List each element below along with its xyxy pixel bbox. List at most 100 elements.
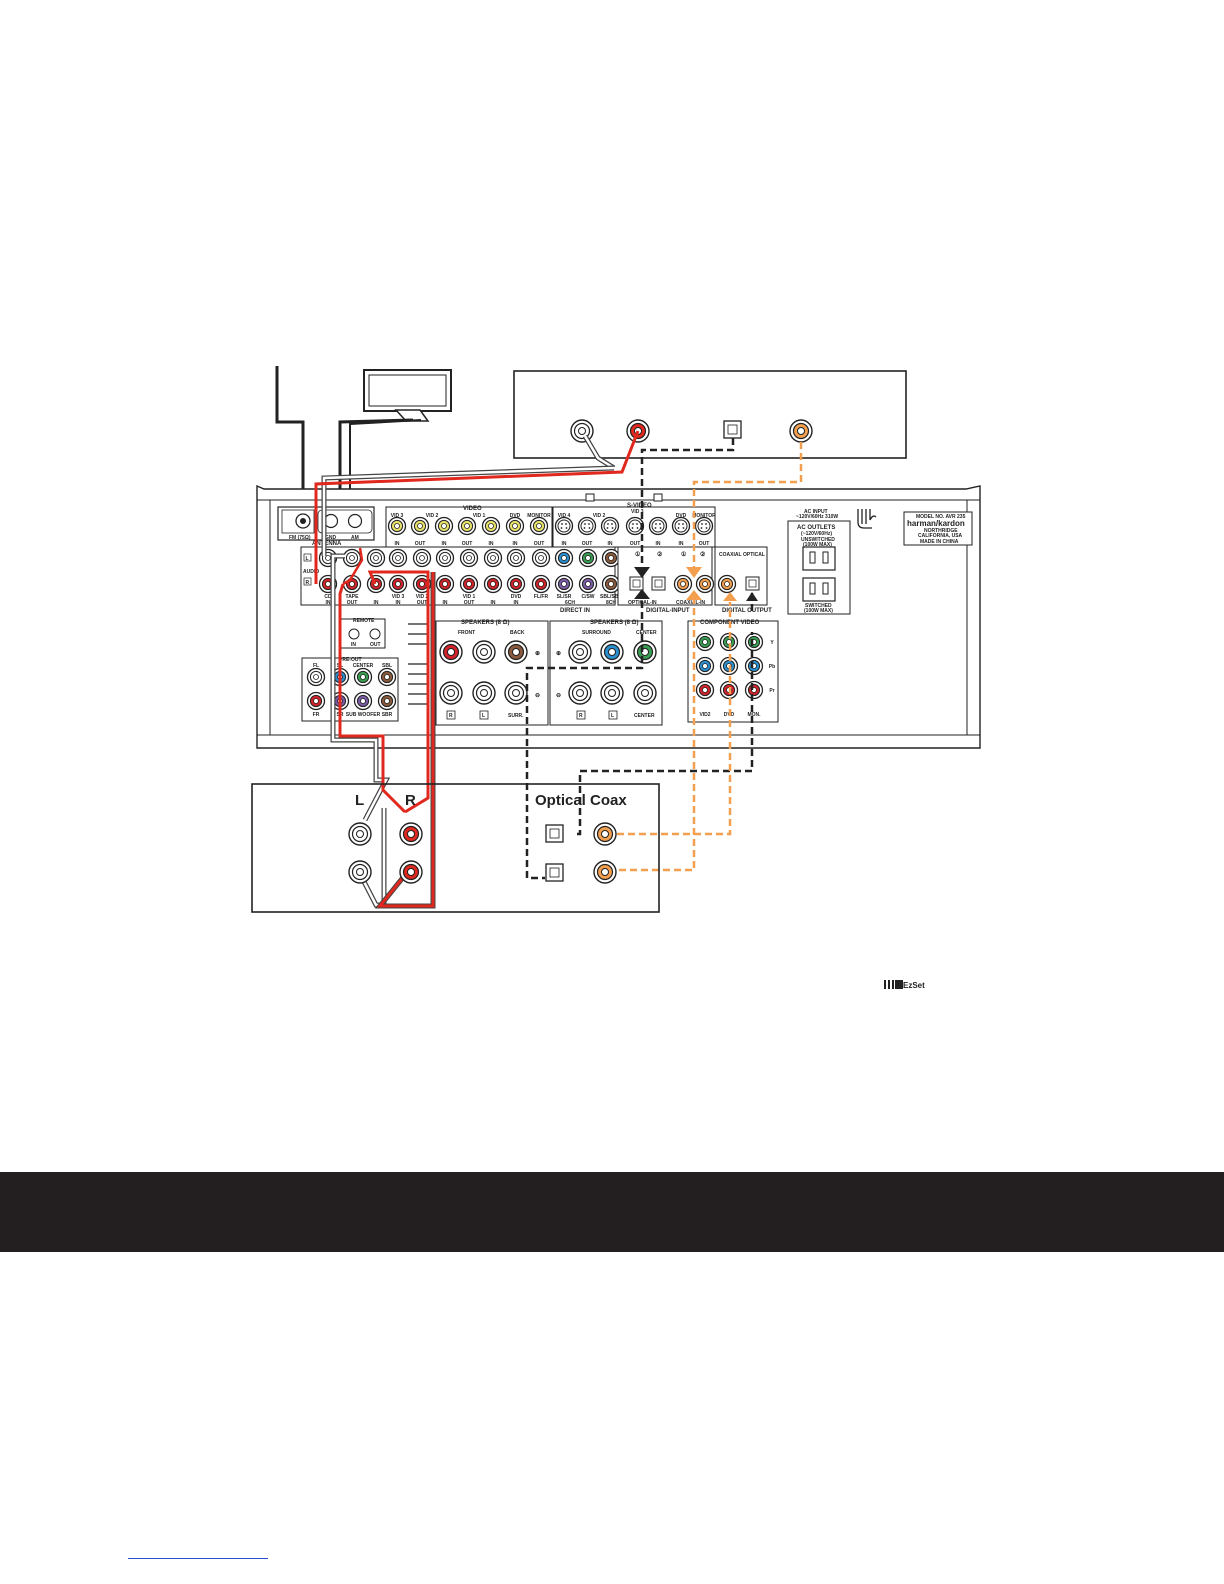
preout-top-label: CENTER (353, 663, 374, 669)
direct-in-label: SL/SR (557, 594, 572, 600)
surround-l-minus-terminal (600, 681, 624, 705)
recorder-coax-label: Coax (590, 792, 627, 809)
composite-video-jack (457, 516, 477, 536)
preout-top-jack (377, 667, 397, 687)
video-io-label: IN (489, 541, 494, 547)
digital-input-title: DIGITAL-INPUT (646, 608, 690, 614)
component-col-label: VID2 (699, 712, 710, 718)
brand-loc2: CALIFORNIA, USA (918, 533, 963, 539)
audio-left-jack (459, 548, 479, 568)
audio-left-jack (506, 548, 526, 568)
recorder-device-panel: L R Optical Coax (251, 783, 660, 913)
preout-bottom-jack (306, 691, 326, 711)
direct-in-title: DIRECT IN (560, 608, 590, 614)
audio-title: AUDIO (303, 569, 319, 575)
digital-input-section: ① ② ① ② OPTICAL-IN COAXIAL-IN DIGITAL-IN… (617, 546, 715, 614)
video-group-label: DVD (510, 513, 521, 519)
component-col-label: MON. (747, 712, 761, 718)
plus-symbol-2: ⊕ (556, 651, 561, 657)
component-row-label: Pr (769, 688, 774, 694)
surround-label: SURROUND (582, 630, 611, 636)
bottom-link-underline[interactable] (128, 1558, 268, 1559)
preout-top-jack (353, 667, 373, 687)
audio-left-jack (412, 548, 432, 568)
svideo-jack (600, 516, 620, 536)
plus-symbol: ⊕ (535, 651, 540, 657)
direct-in-label: SBL/SBR (600, 594, 622, 600)
audio-right-jack (435, 574, 455, 594)
composite-video-jack (410, 516, 430, 536)
ac-section: AC INPUT ~120V/60Hz 310W AC OUTLETS (~12… (787, 509, 877, 615)
audio-left-jack (483, 548, 503, 568)
front-l-label: L (482, 713, 485, 719)
front-r-label: R (449, 713, 453, 719)
video-group-label: VID 1 (473, 513, 486, 519)
composite-video-jack (505, 516, 525, 536)
component-video-jack (695, 680, 715, 700)
speakers-front-title: SPEAKERS (8 Ω) (461, 620, 510, 626)
recorder-left-in-jack (348, 860, 372, 884)
direct-sbr-jack (601, 574, 621, 594)
audio-right-jack (506, 574, 526, 594)
unswitched-label: UNSWITCHED (801, 537, 835, 543)
direct-in-label: FL/FR (534, 594, 549, 600)
recorder-optical-out-jack (545, 824, 564, 843)
svideo-io-label: IN (562, 541, 567, 547)
brand-made: MADE IN CHINA (920, 539, 959, 545)
svideo-jack (671, 516, 691, 536)
vent-slots (408, 623, 428, 705)
direct-sw-jack (578, 574, 598, 594)
coax-in-2-jack (695, 574, 715, 594)
svideo-io-label: OUT (582, 541, 593, 547)
video-group-label: VID 2 (426, 513, 439, 519)
direct-fl-jack (531, 548, 551, 568)
coaxial-in-label: COAXIAL-IN (676, 600, 706, 606)
audio-r-mark: R (306, 580, 310, 586)
fm-label: FM (75Ω) (289, 535, 311, 541)
svideo-jack (694, 516, 714, 536)
digital-out-optical-jack (745, 576, 760, 591)
coax-cables (617, 442, 803, 872)
preout-bottom-label: FR (313, 712, 320, 718)
audio-io-label: OUT (347, 600, 358, 606)
front-r-minus-terminal (439, 681, 463, 705)
remote-out: OUT (370, 642, 381, 648)
component-video-jack (744, 680, 764, 700)
direct-sl-jack (554, 548, 574, 568)
am-label: AM (351, 535, 359, 541)
ac-outlets-label: AC OUTLETS (797, 525, 835, 531)
audio-io-label: IN (514, 600, 519, 606)
video-title: VIDEO (463, 506, 482, 512)
audio-io-label: IN (491, 600, 496, 606)
audio-right-jack (388, 574, 408, 594)
svideo-group-label: MONITOR (692, 513, 716, 519)
optical-in-1-jack (629, 576, 644, 591)
video-io-label: IN (513, 541, 518, 547)
speaker-back-label: BACK (510, 630, 525, 636)
recorder-optical-in-jack (545, 863, 564, 882)
video-io-label: IN (442, 541, 447, 547)
coax-in-1-jack (673, 574, 693, 594)
svideo-group-label: VID 4 (558, 513, 571, 519)
optical-arrows (634, 567, 758, 601)
front-r-plus-terminal (439, 640, 463, 664)
ac-outlets-spec: (~120V/60Hz) (801, 531, 832, 537)
audio-left-jack (342, 548, 362, 568)
ezset-logo: E EzSet (884, 980, 925, 990)
surr-label: SURR. (508, 713, 524, 719)
audio-group-label: DVD (511, 594, 522, 600)
preout-top-label: FL (313, 663, 319, 669)
audio-io-label: OUT (417, 600, 428, 606)
speakers-front-section: SPEAKERS (8 Ω) FRONT BACK ⊕ ⊖ R L SURR. (435, 620, 549, 726)
direct-6ch-label: 6CH (565, 600, 575, 606)
speakers-surround-section: SPEAKERS (8 Ω) SURROUND CENTER ⊕ ⊖ R L C… (549, 620, 663, 726)
component-video-jack (744, 656, 764, 676)
svideo-group-label: DVD (676, 513, 687, 519)
center-bottom-label: CENTER (634, 713, 655, 719)
component-video-jack (695, 632, 715, 652)
composite-video-jack (387, 516, 407, 536)
left-audio-cable (321, 434, 616, 908)
audio-l-mark: L (306, 556, 309, 562)
